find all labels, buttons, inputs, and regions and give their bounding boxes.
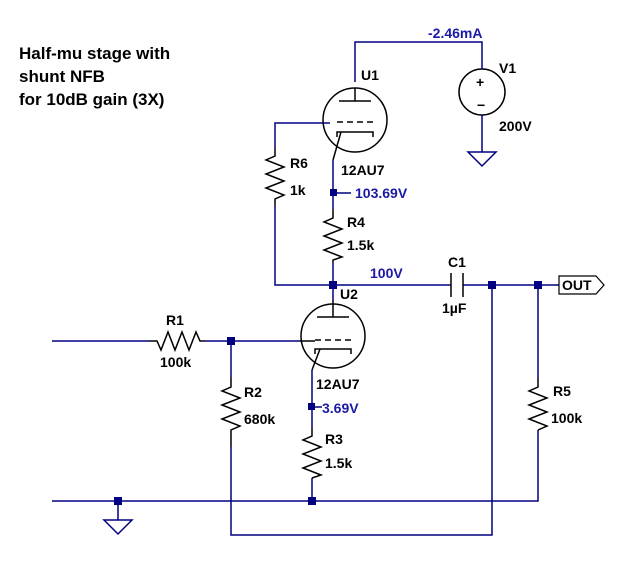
resistor-r6-body [263,148,287,205]
ground-icon-rail [102,519,134,536]
resistor-r3[interactable]: R3 1.5k [300,428,352,479]
junction-out [534,281,542,289]
tube-u2-cathode-lead [311,348,321,371]
junction-ground [114,497,122,505]
voltage-source-v1-value: 200V [499,118,532,134]
output-port-flag [558,275,605,295]
measurement-u1-cathode: 103.69V [355,185,408,201]
wire-ground-rail [52,430,539,502]
output-port-label: OUT [562,277,592,293]
schematic-title: Half-mu stage with shunt NFB for 10dB ga… [19,44,170,109]
title-line-1: Half-mu stage with [19,44,170,63]
tube-u2[interactable]: U2 12AU7 [300,286,366,392]
resistor-r5[interactable]: R5 100k [526,378,582,431]
resistor-r1-value: 100k [160,354,191,370]
resistor-r1[interactable]: R1 100k [150,312,205,370]
output-port[interactable]: OUT [558,275,605,295]
resistor-r5-value: 100k [551,410,582,426]
ground-icon-supply [466,151,498,168]
resistor-r4[interactable]: R4 1.5k [321,210,374,262]
junction-u2-plate [329,281,337,289]
resistor-r2-body [219,378,243,447]
wires [52,41,559,536]
measurements: -2.46mA 103.69V 100V 3.69V [322,25,482,416]
title-line-3: for 10dB gain (3X) [19,90,164,109]
resistor-r4-value: 1.5k [347,237,374,253]
title-line-2: shunt NFB [19,67,105,86]
voltage-source-v1-minus: − [477,97,485,113]
wire-u1-grid [274,122,330,148]
capacitor-c1-value: 1µF [442,300,467,316]
tube-u1-cathode-lead [332,131,342,161]
resistor-r2-ref: R2 [244,384,262,400]
tube-u1-ref: U1 [361,67,379,83]
junction-grid [227,337,235,345]
junction-r3-ground [308,497,316,505]
resistor-r4-ref: R4 [347,214,365,230]
resistor-r4-body [321,210,345,262]
tube-u1-cathode [336,131,374,137]
resistor-r1-body [150,329,205,353]
tube-u2-cathode [314,348,352,354]
resistor-r6-value: 1k [290,182,306,198]
wire-feedback [230,285,493,536]
voltage-source-v1-plus: + [476,74,484,90]
voltage-source-v1[interactable]: + − V1 200V [458,60,532,134]
wire-r6-to-node [274,205,333,286]
resistor-r3-body [300,428,324,479]
measurement-supply-current: -2.46mA [428,25,482,41]
resistor-r2[interactable]: R2 680k [219,378,275,447]
ground-symbols [102,151,498,536]
measurement-u2-cathode: 3.69V [322,400,359,416]
resistor-r3-ref: R3 [325,431,343,447]
tube-u2-ref: U2 [340,286,358,302]
resistor-r5-body [526,378,550,431]
measurement-u2-plate: 100V [370,265,403,281]
resistor-r6[interactable]: R6 1k [263,148,308,205]
resistor-r6-ref: R6 [290,155,308,171]
voltage-source-v1-ref: V1 [499,60,516,76]
capacitor-c1-ref: C1 [448,254,466,270]
resistor-r5-ref: R5 [553,383,571,399]
resistor-r2-value: 680k [244,411,275,427]
capacitor-c1[interactable]: C1 1µF [442,254,467,316]
tube-u1[interactable]: U1 12AU7 [322,67,388,178]
resistor-r3-value: 1.5k [325,455,352,471]
junction-u2-cathode [308,403,315,410]
junctions [114,189,542,505]
junction-c1-right [488,281,496,289]
tube-u1-value: 12AU7 [341,162,385,178]
tube-u2-value: 12AU7 [316,376,360,392]
resistor-r1-ref: R1 [166,312,184,328]
junction-u1-cathode [330,189,337,196]
wire-u1-plate-to-supply [354,41,483,82]
